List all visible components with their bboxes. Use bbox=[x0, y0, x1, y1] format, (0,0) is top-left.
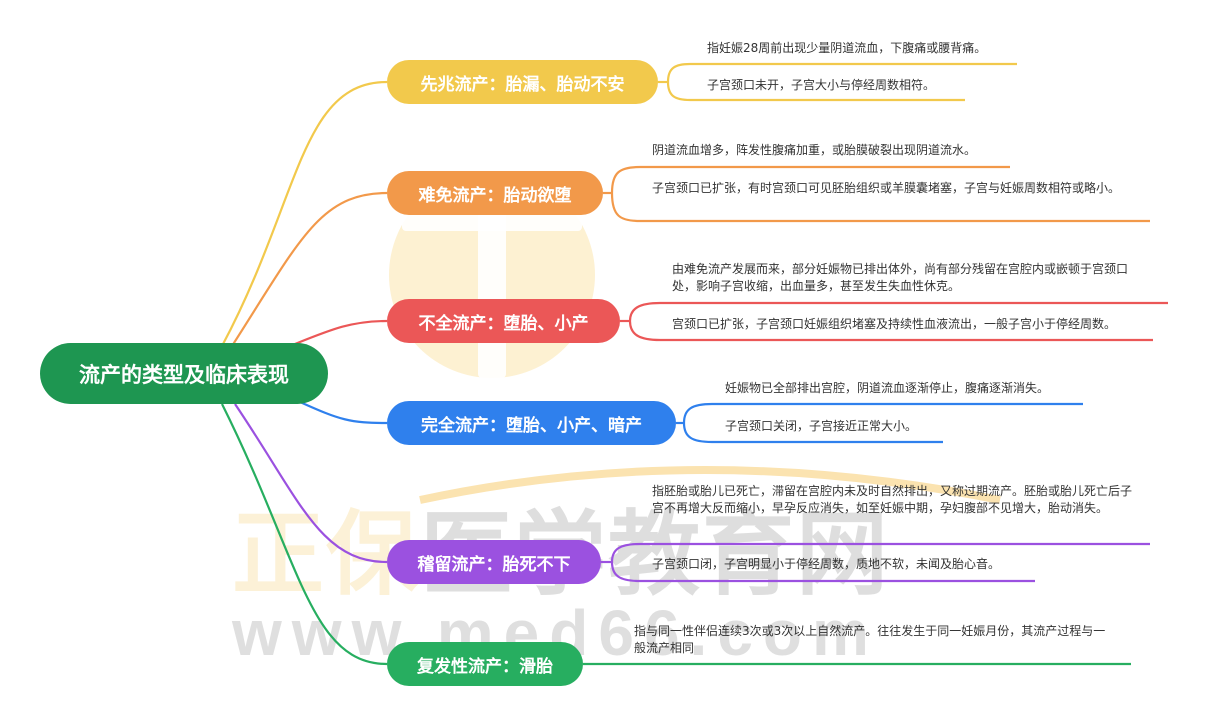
connector-root-branch-6 bbox=[221, 403, 388, 666]
connector-root-branch-4 bbox=[299, 400, 388, 425]
branch-node-complete-abortion[interactable]: 完全流产：堕胎、小产、暗产 bbox=[387, 401, 676, 445]
detail-text: 指妊娠28周前出现少量阴道流血，下腹痛或腰背痛。 bbox=[707, 41, 987, 55]
detail-text: 宫颈口已扩张，子宫颈口妊娠组织堵塞及持续性血液流出，一般子宫小于停经周数。 bbox=[672, 317, 1117, 331]
branch-node-missed-abortion[interactable]: 稽留流产：胎死不下 bbox=[387, 540, 601, 584]
branch-node-inevitable-abortion[interactable]: 难免流产：胎动欲堕 bbox=[387, 171, 603, 215]
detail-text: 子宫颈口关闭，子宫接近正常大小。 bbox=[725, 419, 918, 433]
connector-root-branch-5 bbox=[234, 403, 388, 564]
connector-root-branch-1 bbox=[221, 80, 388, 347]
detail-text: 指胚胎或胎儿已死亡，滞留在宫腔内未及时自然排出，又称过期流产。胚胎或胎儿死亡后子… bbox=[652, 484, 1133, 515]
branch-node-recurrent-abortion[interactable]: 复发性流产：滑胎 bbox=[387, 642, 583, 686]
detail-text: 子宫颈口已扩张，有时宫颈口可见胚胎组织或羊膜囊堵塞，子宫与妊娠周数相符或略小。 bbox=[652, 181, 1121, 195]
connector-root-branch-3 bbox=[289, 319, 388, 348]
detail-text: 指与同一性伴侣连续3次或3次以上自然流产。往往发生于同一妊娠月份，其流产过程与一… bbox=[634, 624, 1106, 655]
branch-node-incomplete-abortion[interactable]: 不全流产：堕胎、小产 bbox=[387, 299, 620, 343]
detail-text: 子宫颈口未开，子宫大小与停经周数相符。 bbox=[707, 78, 936, 92]
branch-node-threatened-abortion[interactable]: 先兆流产：胎漏、胎动不安 bbox=[387, 60, 658, 104]
detail-text: 由难免流产发展而来，部分妊娠物已排出体外，尚有部分残留在宫腔内或嵌顿于宫颈口处，… bbox=[672, 262, 1129, 293]
detail-text: 子宫颈口闭，子宫明显小于停经周数，质地不软，未闻及胎心音。 bbox=[652, 557, 1001, 571]
detail-text: 妊娠物已全部排出宫腔，阴道流血逐渐停止，腹痛逐渐消失。 bbox=[725, 381, 1050, 395]
connector-root-branch-2 bbox=[231, 191, 388, 347]
detail-text: 阴道流血增多，阵发性腹痛加重，或胎膜破裂出现阴道流水。 bbox=[652, 143, 977, 157]
root-node[interactable]: 流产的类型及临床表现 bbox=[40, 343, 328, 404]
